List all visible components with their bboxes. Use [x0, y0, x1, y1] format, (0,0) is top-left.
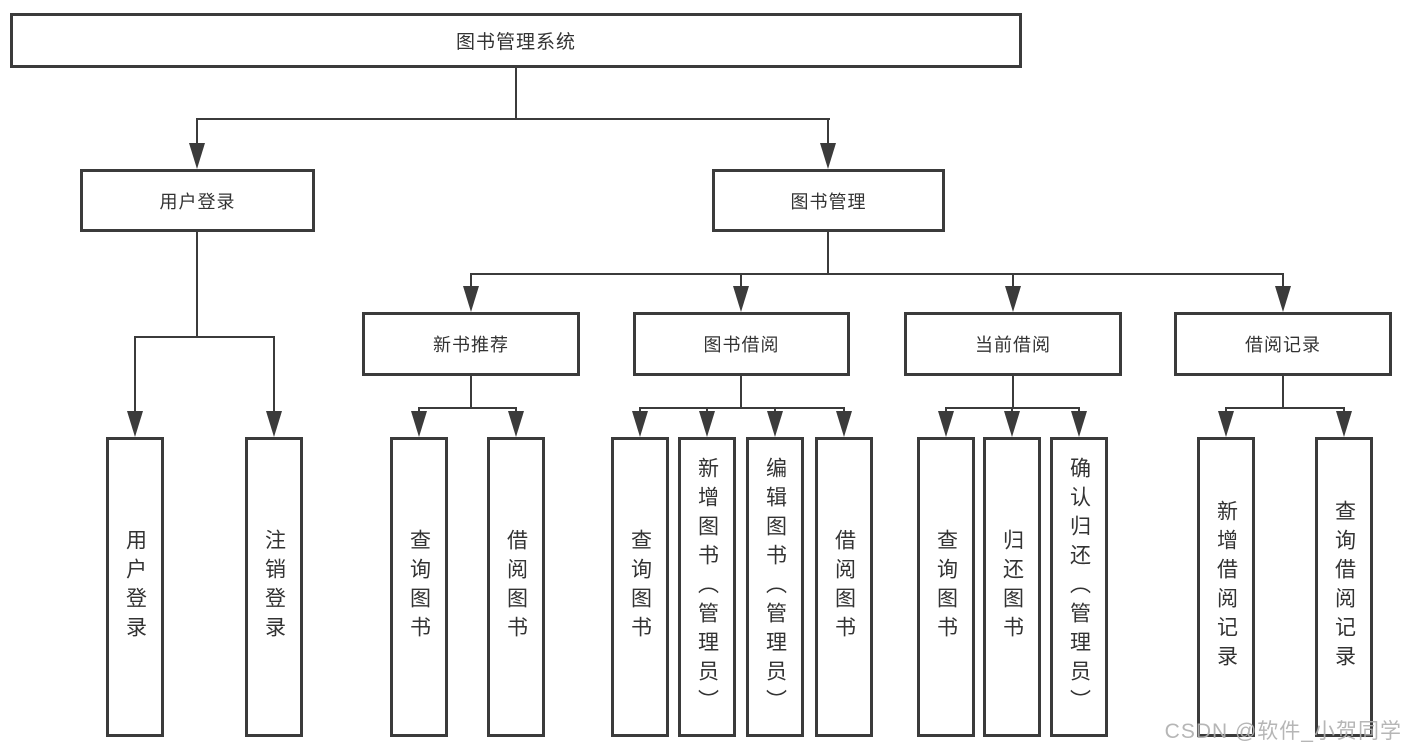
edge-line: [470, 273, 1284, 275]
arrowhead-down-icon: [266, 411, 282, 437]
arrowhead-down-icon: [1336, 411, 1352, 437]
leaf-label: 查询借阅记录: [1332, 500, 1356, 674]
arrowhead-down-icon: [411, 411, 427, 437]
edge-line: [1282, 273, 1284, 289]
edge-line: [740, 273, 742, 289]
edge-line: [639, 407, 845, 409]
arrowhead-down-icon: [938, 411, 954, 437]
leaf-label: 查询图书: [934, 529, 958, 645]
node-label: 当前借阅: [975, 335, 1051, 355]
node-new-book-recommend: 新书推荐: [362, 312, 580, 376]
leaf-add-book-admin: 新增图书︵管理员︶: [678, 437, 736, 737]
arrowhead-down-icon: [127, 411, 143, 437]
leaf-return-book: 归还图书: [983, 437, 1041, 737]
edge-line: [470, 376, 472, 409]
arrowhead-down-icon: [508, 411, 524, 437]
edge-line: [196, 232, 198, 338]
leaf-logout: 注销登录: [245, 437, 303, 737]
edge-line: [196, 118, 198, 146]
edge-line: [273, 336, 275, 412]
arrowhead-down-icon: [767, 411, 783, 437]
leaf-label: 借阅图书: [504, 529, 528, 645]
node-book-borrow: 图书借阅: [633, 312, 850, 376]
leaf-add-borrow-record: 新增借阅记录: [1197, 437, 1255, 737]
arrowhead-down-icon: [632, 411, 648, 437]
arrowhead-down-icon: [1275, 286, 1291, 312]
leaf-query-borrow-record: 查询借阅记录: [1315, 437, 1373, 737]
leaf-label: 确认归还︵管理员︶: [1067, 456, 1091, 718]
leaf-label: 借阅图书: [832, 529, 856, 645]
node-label: 用户登录: [159, 191, 236, 212]
arrowhead-down-icon: [733, 286, 749, 312]
arrowhead-down-icon: [1005, 286, 1021, 312]
watermark: CSDN @软件_小贺同学: [1164, 720, 1402, 743]
node-label: 图书管理: [790, 191, 867, 212]
leaf-borrow-books-borrow: 借阅图书: [815, 437, 873, 737]
arrowhead-down-icon: [836, 411, 852, 437]
edge-line: [470, 273, 472, 289]
leaf-label: 新增借阅记录: [1214, 500, 1238, 674]
node-label: 图书借阅: [703, 335, 780, 355]
edge-line: [1012, 273, 1014, 289]
leaf-label: 查询图书: [628, 529, 652, 645]
arrowhead-down-icon: [1218, 411, 1234, 437]
edge-line: [827, 232, 829, 275]
leaf-query-books-current: 查询图书: [917, 437, 975, 737]
leaf-label: 编辑图书︵管理员︶: [763, 456, 787, 718]
leaf-label: 新增图书︵管理员︶: [695, 456, 719, 718]
edge-line: [1012, 376, 1014, 409]
edge-line: [134, 336, 136, 412]
node-label: 新书推荐: [433, 335, 509, 355]
edge-line: [418, 407, 517, 409]
leaf-user-login: 用户登录: [106, 437, 164, 737]
leaf-borrow-books-newbook: 借阅图书: [487, 437, 545, 737]
edge-line: [515, 68, 517, 120]
arrowhead-down-icon: [463, 286, 479, 312]
arrowhead-down-icon: [1004, 411, 1020, 437]
node-label: 图书管理系统: [455, 32, 576, 53]
edge-line: [196, 118, 830, 120]
leaf-query-books-newbook: 查询图书: [390, 437, 448, 737]
leaf-label: 用户登录: [123, 529, 147, 645]
edge-line: [1282, 376, 1284, 409]
arrowhead-down-icon: [189, 143, 205, 169]
edge-line: [740, 376, 742, 409]
node-label: 借阅记录: [1245, 335, 1321, 355]
node-user-login: 用户登录: [80, 169, 315, 232]
edge-line: [827, 118, 829, 146]
edge-line: [134, 336, 275, 338]
edge-line: [1225, 407, 1345, 409]
leaf-label: 归还图书: [1000, 529, 1024, 645]
arrowhead-down-icon: [1071, 411, 1087, 437]
node-borrow-records: 借阅记录: [1174, 312, 1392, 376]
node-library-system: 图书管理系统: [10, 13, 1022, 68]
leaf-label: 查询图书: [407, 529, 431, 645]
arrowhead-down-icon: [820, 143, 836, 169]
leaf-confirm-return-admin: 确认归还︵管理员︶: [1050, 437, 1108, 737]
node-book-management: 图书管理: [712, 169, 945, 232]
node-current-borrow: 当前借阅: [904, 312, 1122, 376]
leaf-label: 注销登录: [262, 529, 286, 645]
arrowhead-down-icon: [699, 411, 715, 437]
leaf-edit-book-admin: 编辑图书︵管理员︶: [746, 437, 804, 737]
leaf-query-books-borrow: 查询图书: [611, 437, 669, 737]
